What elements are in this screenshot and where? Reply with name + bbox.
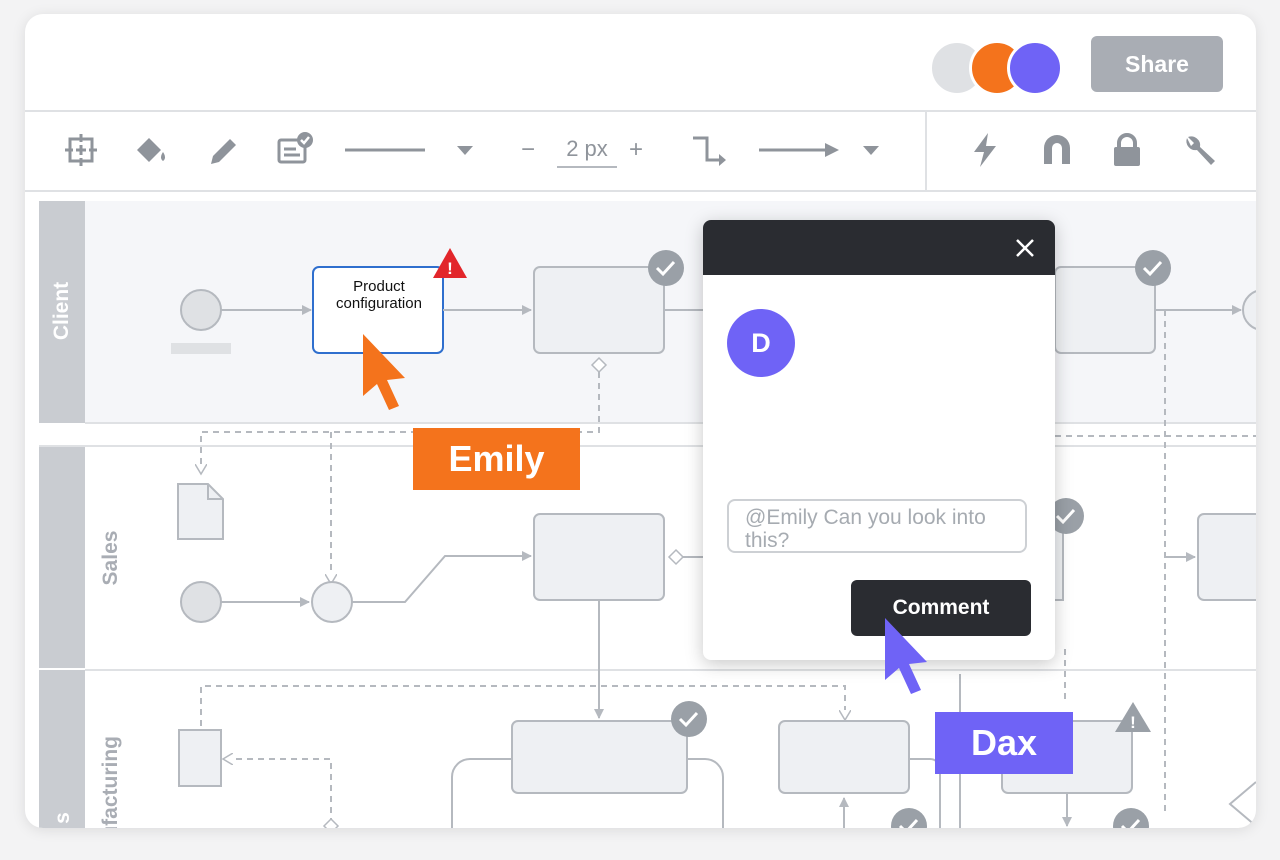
emily-cursor-label: Emily: [413, 428, 580, 490]
process-shape: [511, 720, 688, 794]
lane-sales: [39, 445, 1256, 671]
comment-input[interactable]: @Emily Can you look into this?: [727, 499, 1027, 553]
svg-text:!: !: [447, 259, 453, 278]
start-event-client: [180, 289, 222, 331]
process-shape: [533, 513, 665, 601]
stroke-width-value[interactable]: 2 px: [557, 136, 617, 168]
select-frame-icon[interactable]: [61, 130, 101, 170]
check-badge-icon: [891, 808, 927, 828]
dax-cursor-label: Dax: [935, 712, 1073, 774]
check-badge-icon: [1135, 250, 1171, 286]
comment-submit-button[interactable]: Comment: [851, 580, 1031, 636]
svg-text:!: !: [1130, 713, 1136, 732]
lane-label-client: Client: [50, 281, 73, 341]
close-icon[interactable]: [1009, 232, 1041, 264]
document-shape: [177, 483, 224, 540]
process-shape: [778, 720, 910, 794]
top-bar: Share: [25, 14, 1256, 112]
document-shape: [178, 729, 222, 787]
lane-label-manufacturing: ufacturing: [99, 736, 122, 828]
toolbar: − 2 px +: [25, 112, 1256, 192]
lane-label-sales: Sales: [99, 530, 122, 586]
stroke-increase-button[interactable]: +: [629, 136, 644, 163]
line-dropdown-icon[interactable]: [445, 130, 485, 170]
fill-bucket-icon[interactable]: [131, 130, 171, 170]
check-badge-icon: [648, 250, 684, 286]
warning-icon-gray: !: [1115, 702, 1151, 732]
arrow-style-icon[interactable]: [757, 130, 841, 170]
process-shape: [1197, 513, 1256, 601]
warning-icon: !: [433, 248, 467, 278]
lane-manufacturing: [39, 670, 85, 828]
arrow-dropdown-icon[interactable]: [851, 130, 891, 170]
line-style-icon[interactable]: [343, 130, 427, 170]
toolbar-divider: [925, 112, 927, 190]
magnet-icon[interactable]: [1037, 130, 1077, 170]
lock-icon[interactable]: [1107, 130, 1147, 170]
pencil-icon[interactable]: [203, 130, 243, 170]
comment-dialog: D @Emily Can you look into this? Comment: [703, 220, 1055, 660]
check-badge-icon: [671, 701, 707, 737]
lane-label-bottom: s: [51, 812, 74, 824]
check-badge-icon: [1113, 808, 1149, 828]
commenter-avatar: D: [727, 309, 795, 377]
collaborator-avatar-purple[interactable]: [1007, 40, 1063, 96]
app-window: Share − 2 px +: [25, 14, 1256, 828]
process-shape: [533, 266, 665, 354]
product-configuration-label[interactable]: Product configuration: [336, 278, 422, 312]
share-button[interactable]: Share: [1091, 36, 1223, 92]
connector-icon[interactable]: [689, 130, 729, 170]
comment-dialog-header: [703, 220, 1055, 275]
style-check-icon[interactable]: [275, 130, 315, 170]
dax-cursor-icon: [885, 618, 927, 694]
check-badge-icon: [1048, 498, 1084, 534]
lightning-icon[interactable]: [965, 130, 1005, 170]
stroke-decrease-button[interactable]: −: [521, 136, 536, 163]
emily-cursor-icon: [363, 334, 405, 410]
wrench-icon[interactable]: [1179, 130, 1219, 170]
start-event-sales: [180, 581, 222, 623]
